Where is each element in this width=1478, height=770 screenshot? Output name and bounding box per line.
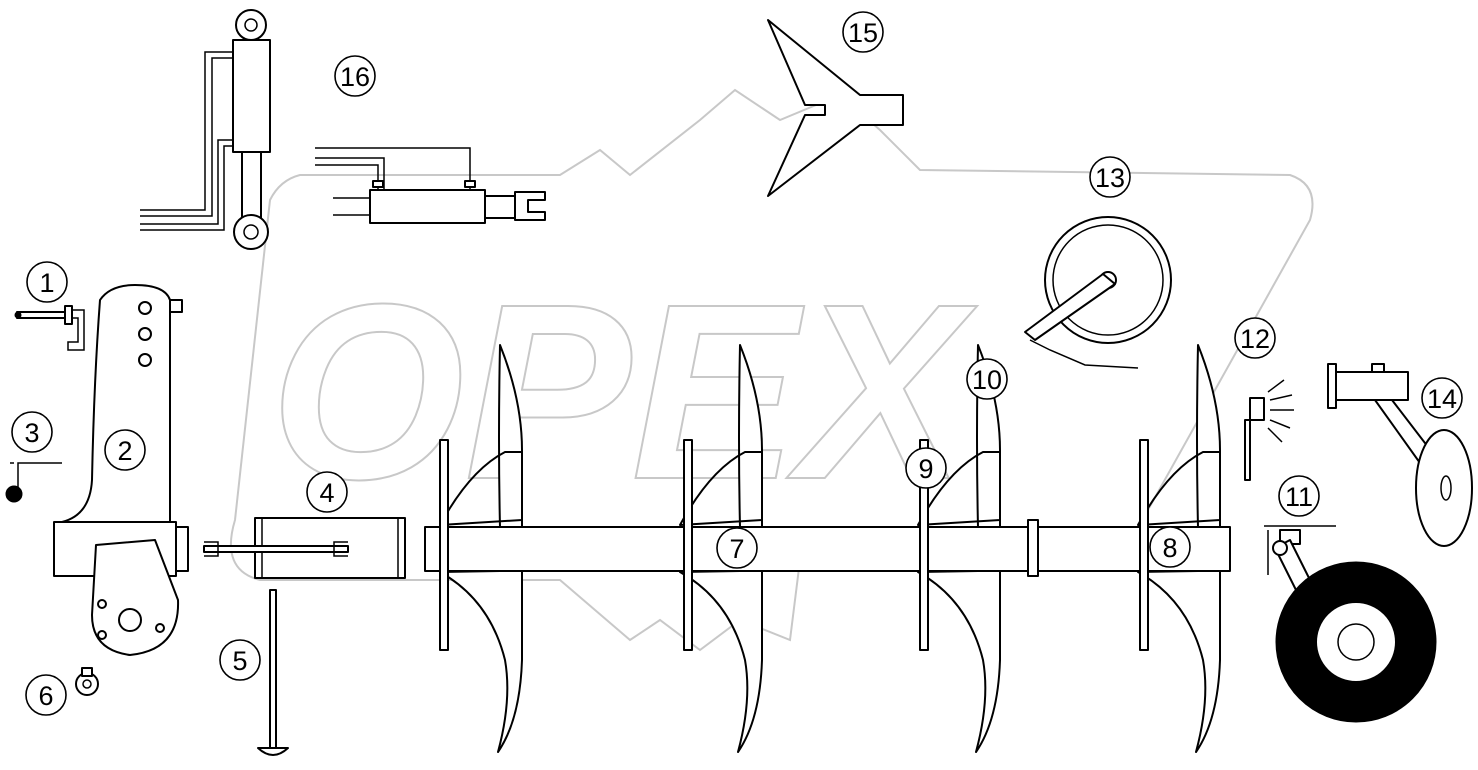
lamp-part: [1244, 379, 1294, 481]
callout-13: 13: [1089, 156, 1131, 198]
plough-body: [1137, 344, 1221, 753]
bolt-part: [257, 589, 289, 756]
callout-9: 9: [905, 447, 947, 489]
callout-5-label: 5: [232, 646, 247, 676]
watermark-text: OPEX: [270, 252, 978, 531]
callout-1-label: 1: [39, 268, 54, 298]
callout-7: 7: [716, 527, 758, 569]
hydraulic-cylinder-part: [140, 9, 546, 250]
callout-5: 5: [219, 639, 261, 681]
callout-7-label: 7: [729, 534, 744, 564]
share-part: [767, 19, 904, 197]
plough-body: [679, 344, 763, 753]
rear-disc-part: [1327, 363, 1473, 547]
callout-6-label: 6: [38, 681, 53, 711]
nut-part: [75, 667, 99, 696]
callout-1: 1: [26, 261, 68, 303]
callout-9-label: 9: [918, 454, 933, 484]
callout-10: 10: [966, 358, 1008, 400]
callout-11: 11: [1278, 475, 1320, 517]
main-frame-beam: [424, 519, 1231, 577]
callout-11-label: 11: [1285, 482, 1313, 512]
callout-2: 2: [104, 429, 146, 471]
callout-14-label: 14: [1427, 384, 1457, 414]
callout-13-label: 13: [1095, 163, 1125, 193]
callout-8: 8: [1149, 526, 1191, 568]
gauge-wheel-part: [1264, 525, 1437, 723]
pin-part: [14, 305, 85, 351]
callout-3-label: 3: [24, 418, 39, 448]
callout-4: 4: [306, 471, 348, 513]
callout-4-label: 4: [319, 478, 334, 508]
plough-body: [439, 344, 523, 753]
opex-watermark: OPEX: [229, 88, 1314, 652]
callout-10-label: 10: [972, 365, 1002, 395]
callout-12: 12: [1234, 317, 1276, 359]
callout-16: 16: [334, 55, 376, 97]
callout-8-label: 8: [1162, 533, 1177, 563]
handle-part: [5, 462, 62, 503]
callout-3: 3: [11, 411, 53, 453]
callout-12-label: 12: [1240, 324, 1270, 354]
callout-2-label: 2: [117, 436, 132, 466]
callout-6: 6: [25, 674, 67, 716]
callout-16-label: 16: [340, 62, 370, 92]
coupling-part: [203, 517, 406, 579]
callout-15-label: 15: [848, 18, 878, 48]
callout-14: 14: [1421, 377, 1463, 419]
frame-bracket-part: [53, 284, 189, 656]
disc-coulter-part: [1024, 216, 1172, 369]
callout-15: 15: [842, 11, 884, 53]
